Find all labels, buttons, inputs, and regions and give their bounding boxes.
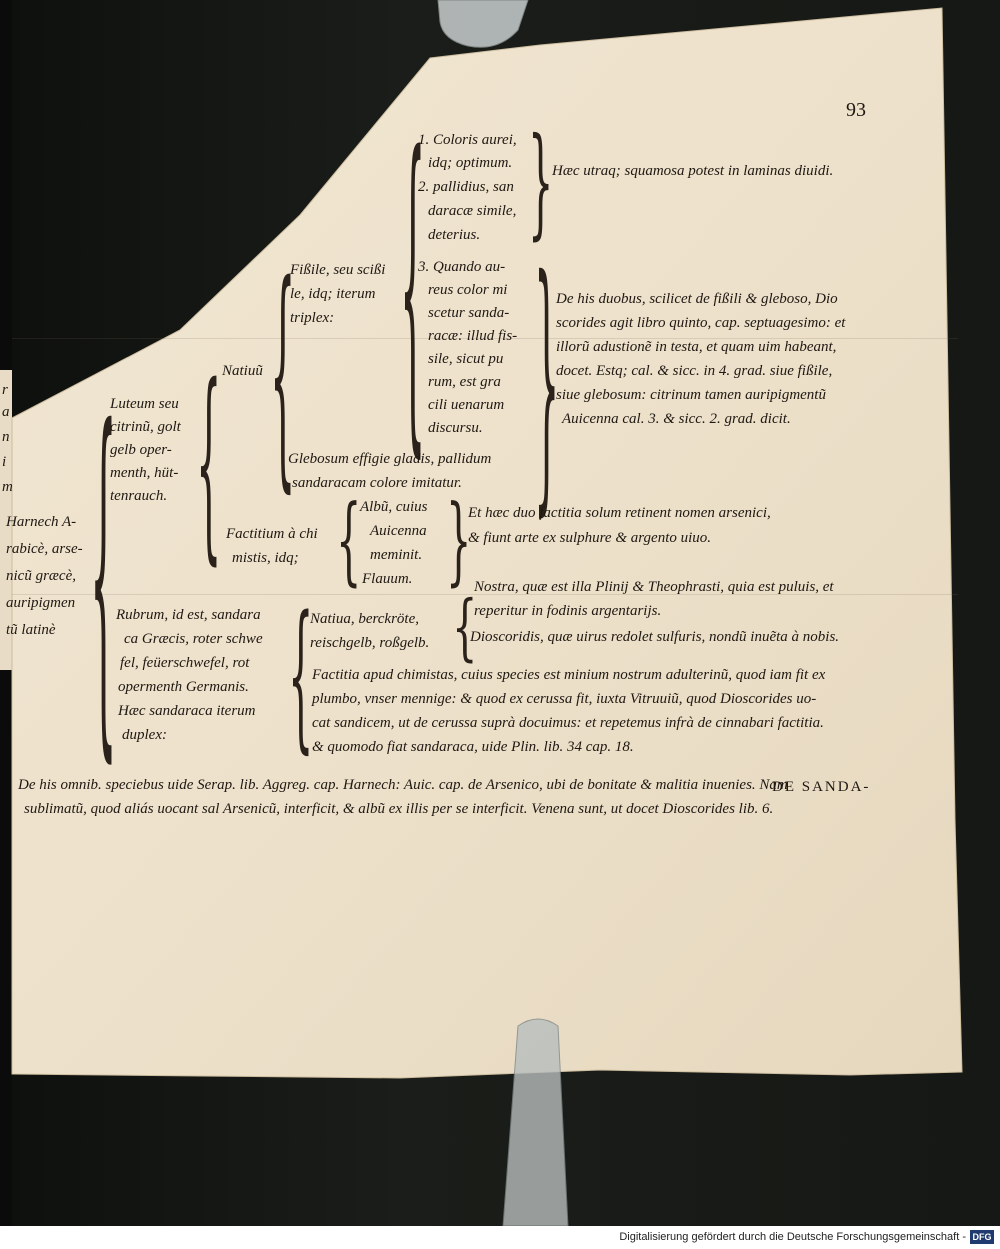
rubrum-term: duplex: xyxy=(122,727,167,743)
factitia-note: & quomodo fiat sandaraca, uide Plin. lib… xyxy=(312,739,634,755)
factitium-note: & fiunt arte ex sulphure & argento uiuo. xyxy=(468,530,712,546)
species-three: racæ: illud fis- xyxy=(428,328,518,344)
rubrum-term: ca Græcis, roter schwe xyxy=(124,631,263,647)
species-one: 1. Coloris aurei, xyxy=(418,132,517,148)
margin-letter: m xyxy=(2,479,13,495)
margin-letter: i xyxy=(2,454,7,470)
species-brace: } xyxy=(528,115,554,253)
root-term: rabicè, arse- xyxy=(6,541,83,557)
squamosa-note: Hæc utraq; squamosa potest in laminas di… xyxy=(552,163,834,179)
root-term: nicũ græcè, xyxy=(6,568,76,584)
fold-line xyxy=(12,338,958,339)
credit-bar: Digitalisierung gefördert durch die Deut… xyxy=(0,1226,1000,1249)
luteum-brace: { xyxy=(196,346,222,586)
factitia-note: cat sandicem, ut de cerussa suprà docuim… xyxy=(312,715,824,731)
species-two: daracæ simile, xyxy=(428,203,517,219)
page-number: 93 xyxy=(846,99,866,121)
fissile-note-brace: } xyxy=(534,229,560,543)
fissile-term: triplex: xyxy=(290,310,335,326)
catchword: DE SANDA- xyxy=(772,779,871,795)
credit-text: Digitalisierung gefördert durch die Deut… xyxy=(619,1231,966,1243)
factitium-note: Et hæc duo factitia solum retinent nomen… xyxy=(468,505,771,521)
factitium-type: Auicenna xyxy=(370,523,427,539)
root-term: Harnech A- xyxy=(6,514,77,530)
species-two: deterius. xyxy=(428,227,481,243)
species-three: sile, sicut pu xyxy=(428,351,504,367)
nostra-note: reperitur in fodinis argentarijs. xyxy=(474,603,662,619)
luteum-term: citrinũ, golt xyxy=(110,419,181,435)
margin-letter: n xyxy=(2,429,10,445)
glebosum-text: Glebosum effigie gladis, pallidum xyxy=(288,451,492,467)
factitium-term: Factitium à chi xyxy=(226,526,318,542)
luteum-term: tenrauch. xyxy=(110,488,168,504)
fissile-note: illorũ adustionẽ in testa, et quam uim h… xyxy=(556,339,837,355)
factitium-note-brace: } xyxy=(446,486,472,598)
species-three: 3. Quando au- xyxy=(418,259,506,275)
previous-page-edge xyxy=(0,370,12,670)
factitium-type: meminit. xyxy=(370,547,423,563)
species-one: idq; optimum. xyxy=(428,155,513,171)
species-three: discursu. xyxy=(428,420,483,436)
glass-clip-bottom xyxy=(502,1018,569,1226)
fissile-brace: { xyxy=(400,94,426,490)
rubrum-brace: { xyxy=(288,586,314,770)
fissile-note: scorides agit libro quinto, cap. septuag… xyxy=(556,315,846,331)
nostra-note: Nostra, quæ est illa Plinij & Theophrast… xyxy=(474,579,834,595)
luteum-term: Luteum seu xyxy=(110,396,179,412)
rubrum-term: Rubrum, id est, sandara xyxy=(116,607,261,623)
glass-clip-top xyxy=(437,0,529,48)
fissile-note: De his duobus, scilicet de fißili & gleb… xyxy=(556,291,838,307)
root-term: auripigmen xyxy=(6,595,76,611)
luteum-term: menth, hüt- xyxy=(110,465,179,481)
fissile-note: Auicenna cal. 3. & sicc. 2. grad. dicit. xyxy=(562,411,791,427)
fissile-term: le, idq; iterum xyxy=(290,286,376,302)
species-three: reus color mi xyxy=(428,282,508,298)
nativum-term: Natiuũ xyxy=(222,363,263,379)
footer-text: sublimatũ, quod aliás uocant sal Arsenic… xyxy=(24,801,774,817)
margin-letter: r xyxy=(2,382,8,398)
factitium-type: Albũ, cuius xyxy=(360,499,428,515)
nativa-brace: { xyxy=(452,586,478,670)
fissile-term: Fißile, seu scißi xyxy=(290,262,386,278)
factitia-note: Factitia apud chimistas, cuius species e… xyxy=(312,667,826,683)
species-three: scetur sanda- xyxy=(428,305,510,321)
fissile-note: siue glebosum: citrinum tamen auripigmen… xyxy=(556,387,826,403)
nativum-brace: { xyxy=(270,240,296,516)
luteum-term: gelb oper- xyxy=(110,442,172,458)
rubrum-term: fel, feüerschwefel, rot xyxy=(120,655,250,671)
rubrum-nativa: reischgelb, roßgelb. xyxy=(310,635,430,651)
species-three: rum, est gra xyxy=(428,374,501,390)
rubrum-term: opermenth Germanis. xyxy=(118,679,249,695)
fold-line xyxy=(12,594,958,595)
dfg-logo: DFG xyxy=(970,1230,994,1244)
factitium-brace: { xyxy=(336,486,362,598)
fissile-note: docet. Estq; cal. & sicc. in 4. grad. si… xyxy=(556,363,833,379)
factitia-note: plumbo, vnser mennige: & quod ex cerussa… xyxy=(312,691,817,707)
species-two: 2. pallidius, san xyxy=(418,179,514,195)
factitium-term: mistis, idq; xyxy=(232,550,299,566)
root-term: tũ latinè xyxy=(6,622,56,638)
glebosum-text: sandaracam colore imitatur. xyxy=(292,475,462,491)
factitium-type: Flauum. xyxy=(362,571,413,587)
species-three: cili uenarum xyxy=(428,397,505,413)
footer-text: De his omnib. speciebus uide Serap. lib.… xyxy=(18,777,788,793)
rubrum-nativa: Natiua, berckröte, xyxy=(310,611,420,627)
dioscoridis-note: Dioscoridis, quæ uirus redolet sulfuris,… xyxy=(470,629,840,645)
root-brace: { xyxy=(90,352,117,793)
rubrum-term: Hæc sandaraca iterum xyxy=(118,703,256,719)
margin-letter: a xyxy=(2,404,10,420)
